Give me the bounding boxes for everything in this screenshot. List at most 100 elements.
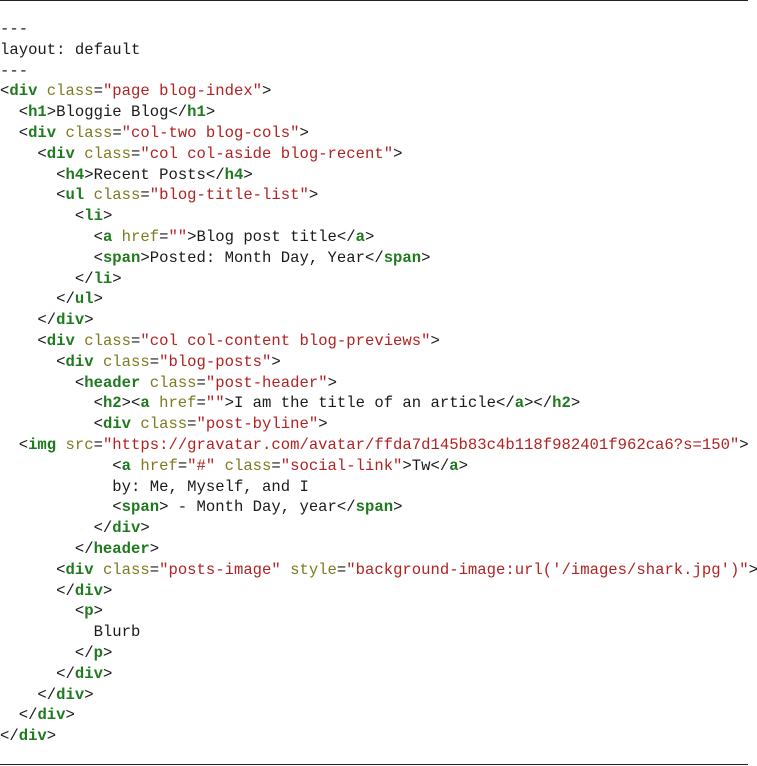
code-punctuation-token: > xyxy=(159,498,169,517)
code-line: <a href="#" class="social-link">Tw</a> xyxy=(0,456,757,477)
code-string-token: "col-two blog-cols" xyxy=(121,123,300,142)
code-string-token: "background-image:url('/images/shark.jpg… xyxy=(346,560,749,579)
code-punctuation-token: ></ xyxy=(524,394,553,413)
code-line: Blurb xyxy=(0,622,757,643)
code-attribute-token: class xyxy=(102,352,150,371)
code-text-token: layout: default xyxy=(0,40,141,59)
code-punctuation-token: > xyxy=(393,144,403,163)
code-line: <div class="post-byline"> xyxy=(0,414,757,435)
code-punctuation-token: > xyxy=(46,103,57,122)
code-punctuation-token xyxy=(112,228,121,246)
code-tag-token: div xyxy=(18,727,47,746)
code-tag-token: div xyxy=(74,581,103,600)
code-punctuation-token: </ xyxy=(168,103,188,122)
code-line: </header> xyxy=(0,539,757,560)
code-tag-token: div xyxy=(46,331,75,350)
code-punctuation-token: </ xyxy=(0,269,94,288)
code-tag-token: h4 xyxy=(224,165,244,184)
code-punctuation-token: = xyxy=(271,456,281,475)
code-string-token: "blog-posts" xyxy=(159,352,272,371)
code-punctuation-token: < xyxy=(0,498,122,517)
code-tag-token: p xyxy=(93,643,103,662)
code-punctuation-token: </ xyxy=(496,394,515,413)
code-punctuation-token xyxy=(94,561,103,579)
code-attribute-token: href xyxy=(159,394,197,413)
code-punctuation-token: > xyxy=(140,519,150,538)
code-tag-token: div xyxy=(9,82,38,101)
code-punctuation-token: < xyxy=(0,207,85,226)
code-tag-token: h2 xyxy=(102,394,122,413)
code-punctuation-token xyxy=(56,124,65,142)
code-punctuation-token: = xyxy=(149,352,160,371)
code-string-token: "" xyxy=(205,394,225,413)
code-attribute-token: class xyxy=(84,331,132,350)
code-tag-token: div xyxy=(56,311,85,330)
code-attribute-token: class xyxy=(224,456,272,475)
code-attribute-token: class xyxy=(46,82,94,101)
code-tag-token: header xyxy=(93,539,150,558)
code-punctuation-token: > xyxy=(364,227,375,246)
code-punctuation-token: < xyxy=(0,227,103,246)
code-punctuation-token: > xyxy=(262,82,272,101)
code-line: <div class="col-two blog-cols"> xyxy=(0,123,757,144)
code-punctuation-token: = xyxy=(196,373,206,392)
code-punctuation-token: </ xyxy=(0,664,75,683)
code-tag-token: h4 xyxy=(65,165,85,184)
code-punctuation-token: < xyxy=(0,394,103,413)
code-line: <div class="page blog-index"> xyxy=(0,81,757,102)
code-punctuation-token: > xyxy=(748,560,757,579)
code-tag-token: h1 xyxy=(28,103,47,122)
code-punctuation-token: = xyxy=(159,227,169,246)
code-tag-token: div xyxy=(28,123,57,142)
code-tag-token: li xyxy=(84,207,103,226)
code-line: </p> xyxy=(0,643,757,664)
code-string-token: "https://gravatar.com/avatar/ffda7d145b8… xyxy=(102,435,740,454)
code-punctuation-token: < xyxy=(0,103,29,122)
code-tag-token: a xyxy=(121,456,132,475)
code-punctuation-token: > xyxy=(65,706,75,725)
code-punctuation-token: > xyxy=(84,311,94,330)
code-tag-token: div xyxy=(37,706,66,725)
code-line: <div class="col col-content blog-preview… xyxy=(0,331,757,352)
code-tag-token: span xyxy=(355,498,394,517)
code-line: <div class="col col-aside blog-recent"> xyxy=(0,144,757,165)
code-punctuation-token: > xyxy=(102,207,113,226)
code-string-token: "posts-image" xyxy=(159,560,281,579)
code-tag-token: span xyxy=(102,248,141,267)
code-punctuation-token: < xyxy=(0,123,29,142)
code-punctuation-token xyxy=(215,457,224,475)
code-punctuation-token: > xyxy=(402,456,412,475)
code-line: <p> xyxy=(0,601,757,622)
code-line: --- xyxy=(0,61,757,82)
code-string-token: "social-link" xyxy=(280,456,403,475)
code-tag-token: div xyxy=(65,352,94,371)
code-punctuation-token: = xyxy=(131,331,141,350)
code-punctuation-token: > xyxy=(84,165,94,184)
code-tag-token: div xyxy=(102,415,132,434)
code-punctuation-token: > xyxy=(102,581,113,600)
bottom-divider xyxy=(0,764,748,765)
code-punctuation-token: > xyxy=(243,165,253,184)
code-punctuation-token: > xyxy=(46,727,57,746)
code-text-token: I am the title of an article xyxy=(233,394,496,413)
code-attribute-token: class xyxy=(93,186,141,205)
code-punctuation-token: > xyxy=(421,248,431,267)
code-punctuation-token: > xyxy=(299,123,309,142)
code-text-token: --- xyxy=(0,20,29,38)
code-tag-token: span xyxy=(383,248,422,267)
code-line: <div class="blog-posts"> xyxy=(0,352,757,373)
code-line: </li> xyxy=(0,269,757,290)
code-line: </div> xyxy=(0,726,757,747)
code-punctuation-token: > xyxy=(112,269,122,288)
code-tag-token: div xyxy=(46,144,75,163)
code-string-token: "col col-aside blog-recent" xyxy=(140,144,394,163)
code-line: --- xyxy=(0,19,757,40)
code-punctuation-token: < xyxy=(0,144,47,163)
code-tag-token: a xyxy=(449,456,459,475)
code-string-token: "col col-content blog-previews" xyxy=(140,331,431,350)
code-punctuation-token: </ xyxy=(0,727,19,746)
code-punctuation-token: </ xyxy=(430,456,450,475)
code-tag-token: p xyxy=(84,602,94,621)
code-punctuation-token: </ xyxy=(0,539,94,558)
code-text-token: Blog post title xyxy=(196,227,337,246)
